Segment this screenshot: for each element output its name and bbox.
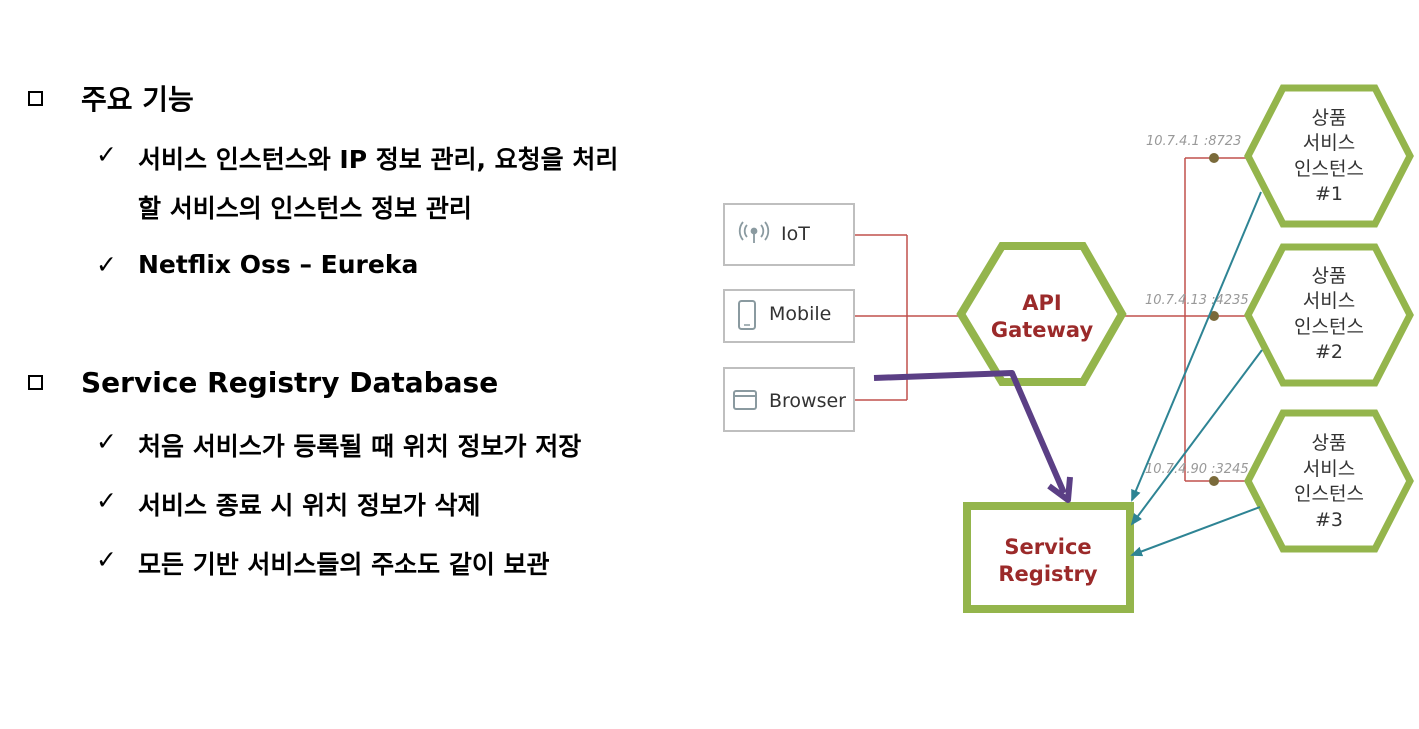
checkmark-icon: ✓ [96,545,117,574]
instance-label: 상품 [1312,107,1347,129]
client-label: Mobile [769,303,831,325]
product-service-instance-3: 상품 서비스 인스턴스 #3 [1244,409,1414,553]
product-service-instance-1: 상품 서비스 인스턴스 #1 [1244,84,1414,228]
connection-dot [1209,153,1219,163]
service-registry: Service Registry [963,502,1134,613]
instance-connectors [1122,157,1253,482]
instance-label: #2 [1315,341,1343,363]
api-gateway: API Gateway [956,242,1127,386]
client-mobile: Mobile [723,289,855,343]
instance-address: 10.7.4.13 :4235 [1145,293,1249,308]
list-item-text: 모든 기반 서비스들의 주소도 같이 보관 [138,550,550,579]
instance-label: 상품 [1312,265,1347,287]
section-title: 주요 기능 [81,83,194,116]
list-item-continuation: 할 서비스의 인스턴스 정보 관리 [138,194,472,223]
section-heading-main-features: 주요 기능 [28,78,194,118]
checkbox-bullet-icon [28,90,43,106]
registry-label: Service [1004,535,1091,559]
instance-label: #3 [1315,509,1343,531]
registry-label: Registry [998,562,1098,586]
instance-label: 서비스 [1303,132,1355,154]
client-browser: Browser [723,367,855,432]
list-item-text: 처음 서비스가 등록될 때 위치 정보가 저장 [138,432,582,461]
client-iot: IoT [723,203,855,266]
list-item-text: 서비스 종료 시 위치 정보가 삭제 [138,491,481,520]
browser-window-icon [733,390,757,410]
client-label: IoT [781,223,810,245]
instance-address: 10.7.4.90 :3245 [1145,462,1249,477]
list-item: ✓ 서비스 인스턴스와 IP 정보 관리, 요청을 처리 [96,140,618,176]
instance-label: 인스턴스 [1294,158,1364,180]
antenna-icon [738,221,770,243]
connection-dot [1209,476,1219,486]
connection-dot [1209,311,1219,321]
product-service-instance-2: 상품 서비스 인스턴스 #2 [1244,243,1414,387]
registration-arrows [1130,191,1263,557]
instance-label: 서비스 [1303,458,1355,480]
list-item: ✓ 서비스 종료 시 위치 정보가 삭제 [96,486,481,522]
section-heading-service-registry: Service Registry Database [28,366,498,399]
list-item: ✓ Netflix Oss – Eureka [96,250,418,279]
list-item-text: 서비스 인스턴스와 IP 정보 관리, 요청을 처리 [138,145,619,174]
gateway-label: Gateway [991,318,1094,342]
registration-arrow [1130,506,1261,557]
instance-label: 상품 [1312,432,1347,454]
checkmark-icon: ✓ [96,486,117,515]
list-item: ✓ 처음 서비스가 등록될 때 위치 정보가 저장 [96,427,581,463]
section-title: Service Registry Database [81,366,499,399]
checkbox-bullet-icon [28,375,43,390]
browser-to-registry-arrow [873,370,1073,503]
client-connectors [854,234,962,401]
connection-dots [1209,153,1219,486]
registration-arrow [1130,349,1263,526]
checkmark-icon: ✓ [96,250,117,279]
instance-label: #1 [1315,183,1343,205]
list-item-text: Netflix Oss – Eureka [138,250,419,279]
client-label: Browser [769,390,846,412]
checkmark-icon: ✓ [96,140,117,169]
gateway-label: API [1022,291,1061,315]
list-item: ✓ 모든 기반 서비스들의 주소도 같이 보관 [96,545,550,581]
instance-label: 서비스 [1303,290,1355,312]
instance-address: 10.7.4.1 :8723 [1146,134,1241,149]
registration-arrow [1131,191,1262,502]
instance-label: 인스턴스 [1294,316,1364,338]
phone-icon [738,300,756,330]
instance-label: 인스턴스 [1294,483,1364,505]
checkmark-icon: ✓ [96,427,117,456]
